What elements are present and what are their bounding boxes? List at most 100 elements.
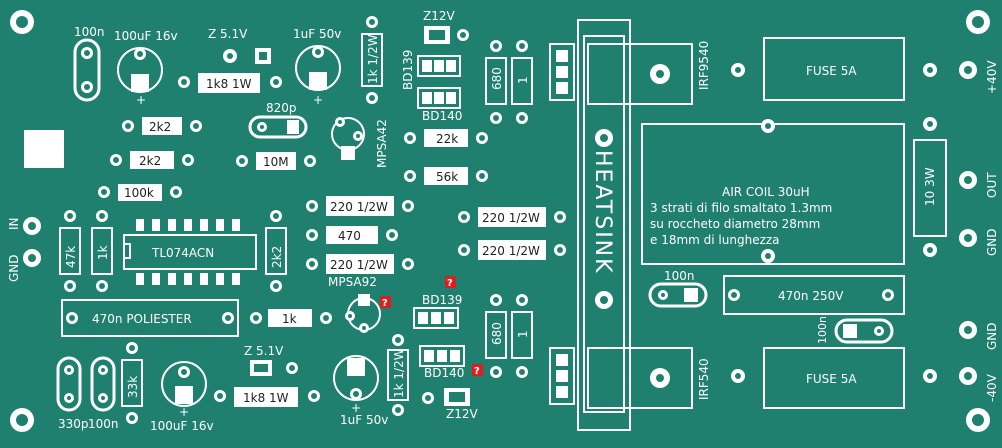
blank-square [24, 130, 64, 168]
resistor-1k-vertical: 1k [91, 210, 113, 292]
label-bd139-bottom: BD139 [422, 293, 462, 307]
resistor-1k-half-w-bottom: 1k 1/2W [387, 334, 409, 416]
capacitor-100n-c [648, 282, 708, 308]
mounting-hole-top-right [966, 10, 990, 34]
label-pos40v: +40V [985, 60, 999, 94]
svg-text:1: 1 [516, 330, 530, 338]
svg-text:AIR COIL 30uH: AIR COIL 30uH [722, 185, 810, 199]
transistor-mpsa92 [345, 294, 381, 333]
svg-text:470n POLIESTER: 470n POLIESTER [92, 312, 192, 326]
svg-text:TL074ACN: TL074ACN [151, 246, 214, 260]
terminal-out [959, 171, 977, 189]
capacitor-1uf-bottom: + [333, 355, 379, 415]
label-irf540: IRF540 [697, 358, 711, 400]
resistor-1k-horizontal: 1k [250, 309, 332, 327]
mounting-hole-bottom-right [966, 408, 990, 432]
capacitor-100n-d [834, 318, 894, 344]
capacitor-820p [248, 115, 308, 139]
svg-text:+: + [179, 405, 189, 419]
label-100n-bottom: 100n [88, 417, 119, 431]
fuse-top: FUSE 5A [731, 37, 937, 101]
label-100n-top: 100n [74, 25, 105, 39]
terminal-neg40 [959, 367, 977, 385]
label-820p: 820p [266, 101, 297, 115]
transistor-bd140-bottom [419, 345, 465, 367]
label-z51-bottom: Z 5.1V [244, 344, 284, 358]
svg-text:22k: 22k [436, 132, 458, 146]
svg-text:+: + [136, 93, 146, 107]
resistor-100k: 100k [98, 184, 182, 201]
svg-text:220 1/2W: 220 1/2W [330, 258, 388, 272]
resistor-47k: 47k [59, 210, 81, 292]
svg-text:10M: 10M [263, 155, 289, 169]
svg-text:3 strati di filo smaltato 1.3m: 3 strati di filo smaltato 1.3mm [650, 201, 832, 215]
label-1uf-top: 1uF 50v [293, 27, 341, 41]
svg-text:FUSE 5A: FUSE 5A [806, 372, 857, 386]
svg-text:2k2: 2k2 [139, 154, 161, 168]
zener-z12-top [424, 26, 469, 44]
label-out: OUT [985, 172, 999, 198]
resistor-220-a: 220 1/2W [306, 196, 414, 216]
svg-text:220 1/2W: 220 1/2W [330, 200, 388, 214]
zener-z51-bottom [250, 360, 298, 376]
svg-text:1k: 1k [282, 312, 297, 326]
svg-text:680: 680 [490, 322, 504, 345]
svg-text:220 1/2W: 220 1/2W [482, 211, 540, 225]
capacitor-100n-bottom [90, 356, 116, 412]
svg-text:+: + [351, 401, 361, 415]
label-1k8-top: 1k8 1W [206, 77, 252, 91]
svg-text:e 18mm di lunghezza: e 18mm di lunghezza [650, 233, 780, 247]
resistor-470: 470 [306, 226, 398, 244]
svg-text:2k2: 2k2 [270, 246, 284, 268]
resistor-2k2-a: 2k2 [122, 117, 202, 135]
resistor-10-3w: 10 3W [913, 117, 947, 257]
label-1uf-bottom: 1uF 50v [340, 413, 388, 427]
transistor-bd139-bottom [413, 307, 459, 329]
resistor-220-d: 220 1/2W [458, 240, 566, 260]
label-bd140-top: BD140 [422, 109, 462, 123]
label-z12-bottom: Z12V [446, 407, 478, 421]
label-100n-d: 100n [816, 316, 829, 344]
transistor-bd140-top [417, 87, 461, 109]
resistor-1-top: 1 [511, 40, 533, 124]
resistor-680-bottom: 680 [485, 294, 507, 378]
label-100uf-top: 100uF 16v [114, 29, 178, 43]
resistor-56k: 56k [404, 167, 488, 185]
resistor-2k2-b: 2k2 [110, 151, 194, 169]
heatsink: HEATSINK [577, 19, 631, 431]
warning-mark-2: ? [445, 276, 456, 289]
mosfet-irf9540 [549, 43, 693, 105]
svg-text:?: ? [474, 366, 480, 377]
svg-text:47k: 47k [64, 246, 78, 268]
label-mpsa42: MPSA42 [375, 119, 389, 168]
label-gnd-out: GND [985, 228, 999, 256]
svg-text:1k: 1k [96, 245, 110, 260]
label-gnd-neg: GND [985, 322, 999, 350]
resistor-22k: 22k [404, 129, 488, 147]
svg-text:33k: 33k [126, 376, 140, 398]
svg-text:220 1/2W: 220 1/2W [482, 244, 540, 258]
svg-text:+: + [313, 93, 323, 107]
resistor-220-c: 220 1/2W [458, 207, 566, 227]
capacitor-100n-top [73, 38, 101, 102]
label-z51-top: Z 5.1V [208, 27, 248, 41]
mounting-hole-bottom-left [10, 408, 34, 432]
label-irf9540: IRF9540 [697, 41, 711, 90]
label-330p: 330p [58, 417, 89, 431]
svg-text:100k: 100k [124, 186, 154, 200]
svg-text:56k: 56k [436, 170, 458, 184]
svg-text:680: 680 [490, 67, 504, 90]
capacitor-100uf-top: + [117, 47, 163, 107]
capacitor-100uf-bottom: + [161, 361, 207, 419]
label-100n-c: 100n [664, 269, 695, 283]
label-mpsa92: MPSA92 [328, 275, 377, 289]
capacitor-470n-poliester: 470n POLIESTER [61, 299, 239, 337]
capacitor-330p [56, 356, 82, 412]
input-connector [23, 217, 41, 267]
svg-text:2k2: 2k2 [149, 120, 171, 134]
label-neg40v: -40V [985, 373, 999, 402]
svg-text:FUSE 5A: FUSE 5A [806, 64, 857, 78]
svg-text:su roccheto diametro 28mm: su roccheto diametro 28mm [650, 217, 820, 231]
transistor-mpsa42 [331, 117, 365, 160]
